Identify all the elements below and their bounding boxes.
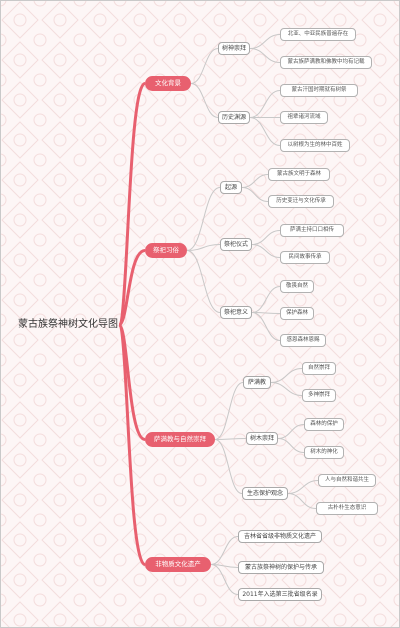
connector-line: [249, 34, 281, 49]
leaf-node[interactable]: 北亚、中亚民族普遍存在: [280, 28, 356, 41]
connector-line: [270, 382, 303, 396]
connector-line: [214, 439, 243, 494]
branch-intangible-heritage[interactable]: 非物质文化遗产: [145, 557, 211, 572]
connector-line: [190, 48, 219, 84]
connector-line: [251, 312, 281, 341]
connector-line: [186, 187, 221, 251]
connector-line: [277, 438, 305, 453]
leaf-node[interactable]: 以树根为生的林中百姓: [280, 139, 350, 152]
branch-shamanism-nature[interactable]: 萨满教与自然崇拜: [145, 432, 215, 447]
leaf-node[interactable]: 树木的神化: [304, 446, 344, 459]
leaf-node[interactable]: 保护森林: [280, 307, 314, 320]
leaf-node[interactable]: 森林的保护: [304, 418, 344, 431]
topic-tree-worship[interactable]: 树神崇拜: [218, 42, 250, 55]
branch-culture-background[interactable]: 文化背景: [145, 76, 191, 91]
connector-line: [186, 250, 221, 313]
topic-listing-2011[interactable]: 2011年入选第三批省级名录: [238, 588, 322, 601]
topic-protection[interactable]: 蒙古族祭神树的保护与传承: [238, 561, 324, 574]
leaf-node[interactable]: 感恩森林恩赐: [280, 334, 326, 347]
connector-line: [210, 536, 239, 565]
topic-tree-reverence[interactable]: 树木崇拜: [246, 432, 278, 445]
connector-line: [287, 480, 319, 494]
connector-line: [251, 286, 281, 313]
connector-line: [186, 244, 221, 251]
connector-line: [214, 382, 244, 440]
connector-line: [277, 424, 305, 439]
leaf-node[interactable]: 自然崇拜: [302, 362, 336, 375]
connector-line: [251, 230, 281, 245]
connector-line: [210, 564, 239, 595]
connector-line: [214, 438, 247, 440]
connector-line: [190, 83, 219, 118]
topic-origin[interactable]: 起源: [220, 181, 242, 194]
leaf-node[interactable]: 蒙古族文明于森林: [268, 168, 330, 181]
branch-ritual-customs[interactable]: 祭祀习俗: [145, 243, 187, 258]
topic-provincial-heritage[interactable]: 吉林省省级非物质文化遗产: [238, 530, 322, 543]
topic-ecology[interactable]: 生态保护观念: [242, 487, 288, 500]
leaf-node[interactable]: 古朴朴生态意识: [316, 502, 378, 515]
connector-line: [249, 90, 281, 118]
leaf-node[interactable]: 蒙古汗国时期就有树祭: [280, 84, 358, 97]
topic-history[interactable]: 历史渊源: [218, 111, 250, 124]
leaf-node[interactable]: 敬畏自然: [280, 280, 314, 293]
leaf-node[interactable]: 萨满主持口口相传: [280, 224, 344, 237]
connector-line: [117, 82, 147, 327]
leaf-node[interactable]: 多神崇拜: [302, 389, 336, 402]
topic-ritual[interactable]: 祭祀仪式: [220, 238, 252, 251]
leaf-node[interactable]: 蒙古族萨满教和佛教中均有记载: [280, 56, 372, 69]
leaf-node[interactable]: 民间故事传承: [280, 251, 330, 264]
connector-line: [241, 187, 269, 202]
connector-line: [117, 323, 147, 566]
root-topic[interactable]: 蒙古族祭神树文化导图: [18, 319, 118, 330]
leaf-node[interactable]: 祖辈诸河流域: [280, 111, 328, 124]
leaf-node[interactable]: 人与自然和谐共生: [318, 474, 376, 487]
topic-ritual-meaning[interactable]: 祭祀意义: [220, 306, 252, 319]
connector-line: [241, 174, 269, 188]
topic-shamanism[interactable]: 萨满教: [243, 376, 271, 389]
connector-line: [287, 493, 317, 509]
connector-line: [270, 368, 303, 383]
leaf-node[interactable]: 历史变迁与文化传承: [268, 195, 334, 208]
connector-line: [117, 249, 146, 327]
connector-line: [249, 48, 281, 63]
connector-line: [251, 244, 281, 258]
connector-line: [249, 117, 281, 146]
